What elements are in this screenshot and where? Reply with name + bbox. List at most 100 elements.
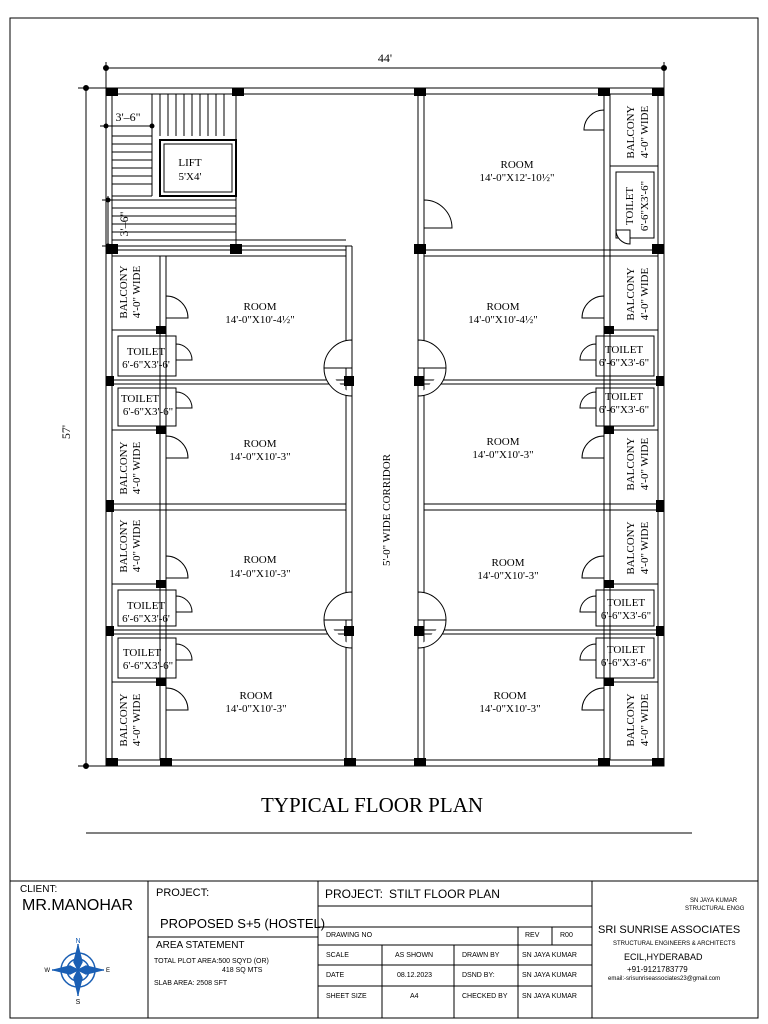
room-size: 14'-0"X10'-4½" <box>468 314 537 326</box>
scale-label: SCALE <box>326 952 349 959</box>
toilet-size: 6'-6"X3'-6' <box>122 359 170 371</box>
toilet-size: 6'-6"X3'-6" <box>601 657 651 669</box>
toilet-label: TOILET <box>121 393 160 405</box>
dsnd-by-label: DSND BY: <box>462 972 495 979</box>
room-size: 14'-0"X10'-3" <box>229 451 290 463</box>
balcony-labels: BALCONY 4'-0" WIDE BALCONY 4'-0" WIDE BA… <box>118 105 651 746</box>
balcony-size: 4'-0" WIDE <box>131 520 143 573</box>
toilet-label: TOILET <box>607 597 646 609</box>
lift-size: 5'X4' <box>179 171 202 183</box>
sheet-size-value: A4 <box>410 993 419 1000</box>
balcony-label: BALCONY <box>118 519 130 572</box>
balcony-label: BALCONY <box>625 105 637 158</box>
stair-width-dimension: 3'–6" <box>115 110 140 124</box>
balcony-label: BALCONY <box>118 265 130 318</box>
room-size: 14'-0"X10'-3" <box>472 449 533 461</box>
lift-label: LIFT <box>178 157 202 169</box>
firm-city: ECIL,HYDERABAD <box>624 952 703 962</box>
room-size: 14'-0"X12'-10½" <box>480 172 555 184</box>
project2-name: STILT FLOOR PLAN <box>389 887 500 901</box>
engineer-name: SN JAYA KUMAR <box>690 898 738 904</box>
room-label: ROOM <box>486 436 519 448</box>
date-label: DATE <box>326 972 345 979</box>
toilet-label: TOILET <box>123 647 162 659</box>
drawing-no-label: DRAWING NO <box>326 932 373 939</box>
balcony-label: BALCONY <box>625 437 637 490</box>
toilet-size: 6'-6"X3'-6" <box>639 181 651 231</box>
room-label: ROOM <box>243 301 276 313</box>
rotated-toilet-labels: TOILET 6'-6"X3'-6" <box>624 181 651 231</box>
firm-description: STRUCTURAL ENGINEERS & ARCHITECTS <box>613 941 736 947</box>
drawn-by-value: SN JAYA KUMAR <box>522 952 577 959</box>
balcony-size: 4'-0" WIDE <box>639 106 651 159</box>
firm-email: email:-srisunriseassociates23@gmail.com <box>608 976 721 982</box>
left-partitions <box>112 249 346 760</box>
balcony-label: BALCONY <box>625 267 637 320</box>
room-label: ROOM <box>239 690 272 702</box>
outer-walls <box>105 87 665 767</box>
project-label: PROJECT: <box>156 887 210 899</box>
balcony-size: 4'-0" WIDE <box>639 438 651 491</box>
dsnd-by-value: SN JAYA KUMAR <box>522 972 577 979</box>
structural-columns <box>106 88 664 766</box>
room-label: ROOM <box>243 438 276 450</box>
toilet-size: 6'-6"X3'-6" <box>123 660 173 672</box>
compass-north: N <box>75 938 80 945</box>
room-size: 14'-0"X10'-3" <box>479 703 540 715</box>
toilet-size: 6'-6"X3'-6" <box>601 610 651 622</box>
firm-phone: +91-9121783779 <box>627 965 688 974</box>
width-dimension: 44' <box>378 51 392 65</box>
room-size: 14'-0"X10'-3" <box>225 703 286 715</box>
toilet-label: TOILET <box>605 391 644 403</box>
project2-label: PROJECT: <box>325 887 384 901</box>
compass-west: W <box>44 968 50 974</box>
toilet-label: TOILET <box>127 346 166 358</box>
rev-label: REV <box>525 932 540 939</box>
toilet-label: TOILET <box>127 600 166 612</box>
compass-east: E <box>106 968 110 974</box>
engineer-title: STRUCTURAL ENGG <box>685 906 745 912</box>
project-name: PROPOSED S+5 (HOSTEL) <box>160 916 326 931</box>
toilet-labels: TOILET 6'-6"X3'-6' TOILET 6'-6"X3'-6" TO… <box>121 344 651 672</box>
balcony-size: 4'-0" WIDE <box>639 522 651 575</box>
balcony-label: BALCONY <box>118 441 130 494</box>
room-label: ROOM <box>500 159 533 171</box>
toilet-label: TOILET <box>624 187 636 226</box>
balcony-size: 4'-0" WIDE <box>131 442 143 495</box>
balcony-size: 4'-0" WIDE <box>639 268 651 321</box>
plot-area: TOTAL PLOT AREA:500 SQYD (OR) <box>154 958 269 965</box>
balcony-size: 4'-0" WIDE <box>131 694 143 747</box>
balcony-size: 4'-0" WIDE <box>131 266 143 319</box>
toilet-label: TOILET <box>607 644 646 656</box>
toilet-size: 6'-6"X3'-6' <box>122 613 170 625</box>
height-dimension: 57' <box>59 425 73 439</box>
toilet-size: 6'-6"X3'-6" <box>599 357 649 369</box>
title-block-grid <box>10 880 758 1018</box>
room-size: 14'-0"X10'-3" <box>229 568 290 580</box>
room-label: ROOM <box>486 301 519 313</box>
date-value: 08.12.2023 <box>397 972 433 979</box>
scale-value: AS SHOWN <box>395 952 434 959</box>
balcony-label: BALCONY <box>118 693 130 746</box>
room-label: ROOM <box>491 557 524 569</box>
room-size: 14'-0"X10'-3" <box>477 570 538 582</box>
balcony-label: BALCONY <box>625 693 637 746</box>
room-labels: ROOM 14'-0"X12'-10½" ROOM 14'-0"X10'-4½"… <box>225 159 554 715</box>
balcony-size: 4'-0" WIDE <box>639 694 651 747</box>
checked-by-label: CHECKED BY <box>462 993 508 1000</box>
compass-south: S <box>76 999 81 1006</box>
compass-rose <box>52 944 104 996</box>
sheet-size-label: SHEET SIZE <box>326 993 367 1000</box>
balcony-label: BALCONY <box>625 521 637 574</box>
room-label: ROOM <box>493 690 526 702</box>
checked-by-value: SN JAYA KUMAR <box>522 993 577 1000</box>
slab-area: SLAB AREA: 2508 SFT <box>154 980 228 987</box>
drawn-by-label: DRAWN BY <box>462 952 500 959</box>
room-label: ROOM <box>243 554 276 566</box>
client-name: MR.MANOHAR <box>22 897 134 914</box>
client-label: CLIENT: <box>20 884 58 895</box>
lift-shaft <box>159 139 237 197</box>
dimension-lines <box>78 62 667 769</box>
